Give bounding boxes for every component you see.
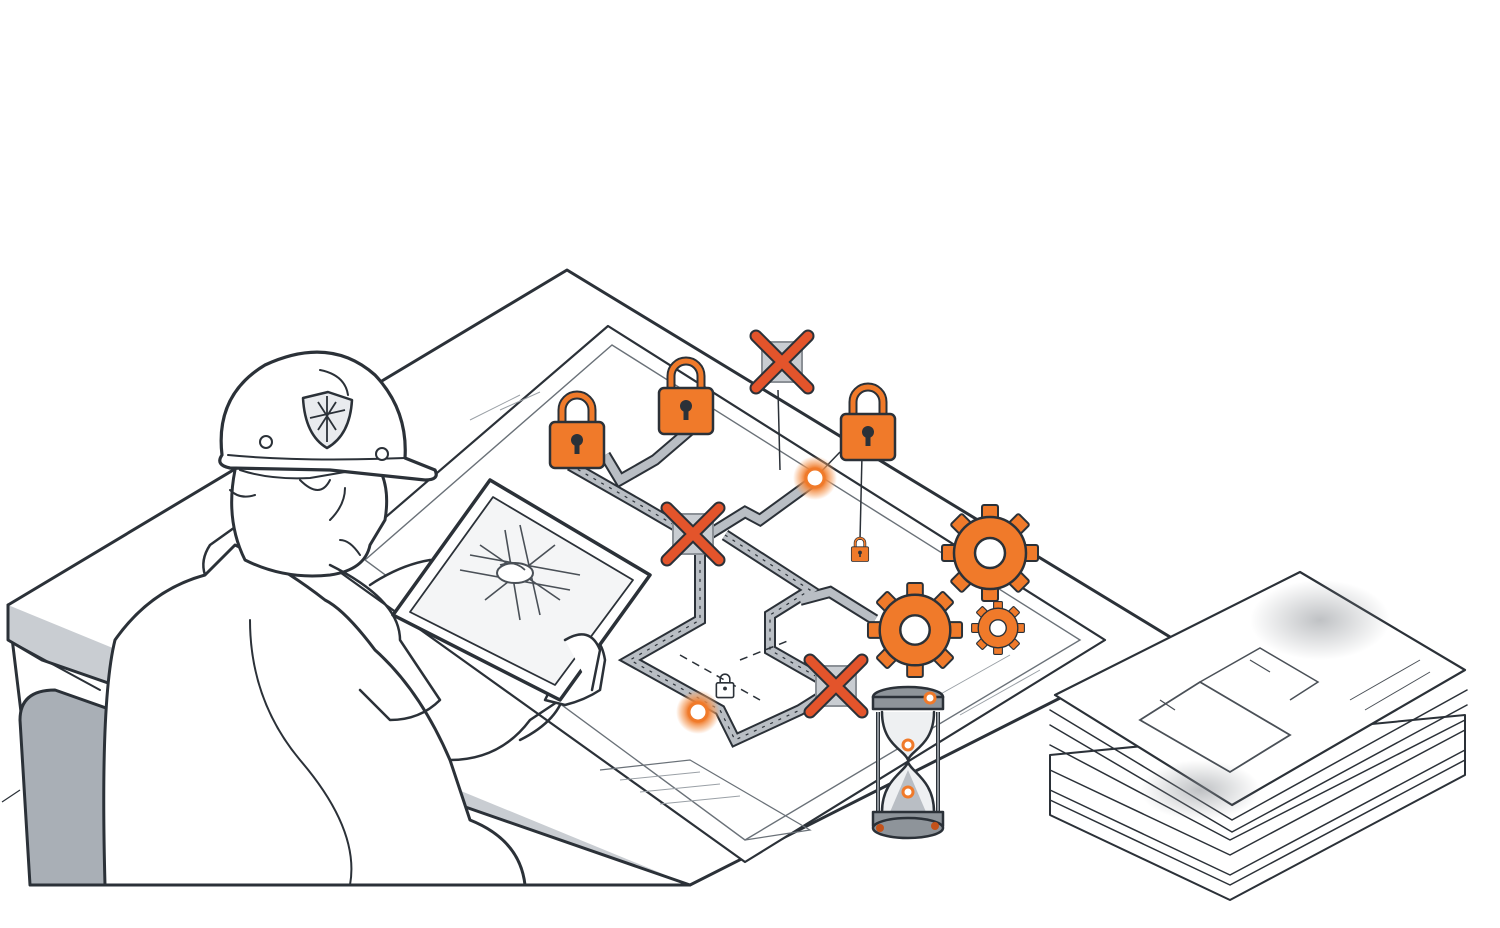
- hard-hat: [218, 350, 438, 482]
- tablet-screen-diagram: [459, 524, 581, 621]
- paper-stack: [1049, 570, 1468, 901]
- glowing-dot-icon: [674, 688, 722, 736]
- padlock-icon: [841, 387, 895, 460]
- hourglass-icon: [871, 685, 945, 840]
- x-mark-icon: [667, 508, 719, 560]
- x-mark-icon: [810, 660, 862, 712]
- gear-icon: [970, 600, 1026, 656]
- gear-icon: [866, 581, 964, 679]
- shield-emblem-icon: [301, 390, 354, 450]
- worker: [102, 468, 607, 887]
- tablet: [391, 478, 652, 702]
- x-mark-icon: [756, 336, 808, 388]
- glowing-dot-icon: [791, 454, 839, 502]
- gear-icon: [940, 503, 1040, 603]
- path-network: [567, 425, 879, 748]
- small-padlock-icon: [715, 673, 735, 699]
